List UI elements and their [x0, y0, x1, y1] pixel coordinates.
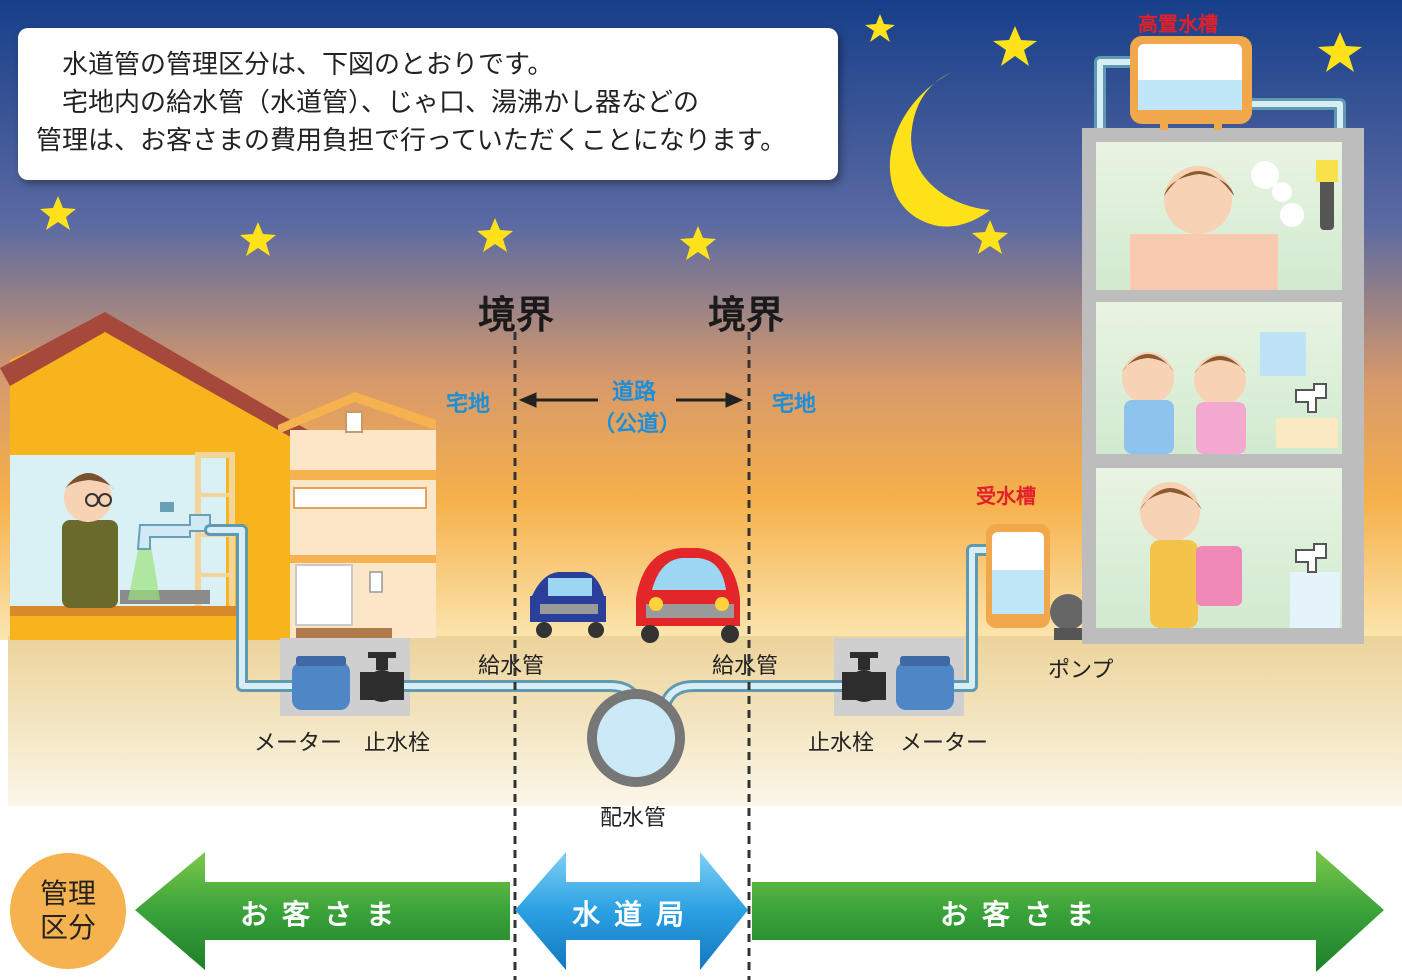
waterworks-label: 水道局 — [572, 898, 699, 931]
stopcock-icon — [842, 652, 886, 702]
house-left — [0, 312, 318, 640]
person-icon — [62, 520, 118, 608]
meter-label-right: メーター — [900, 731, 989, 756]
zone-label-left-lot: 宅地 — [446, 392, 491, 417]
intro-line-3: 管理は、お客さまの費用負担で行っていただくことになります。 — [36, 126, 787, 156]
waterworks-arrow — [515, 852, 748, 970]
faucet-icon — [136, 514, 211, 550]
zone-label-road: 道路 — [612, 380, 657, 405]
receiving-tank-icon — [986, 524, 1050, 628]
apartment-building — [1082, 128, 1364, 644]
distribution-main-icon — [587, 689, 685, 787]
car-blue-icon — [530, 572, 606, 638]
supply-pipe-label-left: 給水管 — [478, 654, 545, 679]
supply-pipe-label-right: 給水管 — [712, 654, 779, 679]
zone-label-road-sub: （公道） — [593, 412, 682, 437]
customer-label-right: お客さま — [940, 898, 1109, 931]
receiving-tank-label: 受水槽 — [976, 484, 1036, 508]
elevated-tank-icon — [1130, 36, 1252, 130]
meter-label-left: メーター — [254, 731, 343, 756]
moon-icon — [889, 72, 990, 227]
boundary-label-left: 境界 — [478, 293, 555, 337]
stopcock-label-right: 止水栓 — [808, 731, 875, 756]
customer-arrow-left — [135, 852, 510, 970]
intro-line-1: 水道管の管理区分は、下図のとおりです。 — [62, 50, 554, 80]
management-badge-label: 管理 区分 — [39, 877, 96, 944]
distribution-main-label: 配水管 — [600, 806, 667, 831]
customer-label-left: お客さま — [240, 898, 409, 931]
management-badge: 管理 区分 — [10, 853, 126, 969]
faucet-icon — [1295, 543, 1327, 573]
zone-label-right-lot: 宅地 — [772, 392, 817, 417]
stopcock-label-left: 止水栓 — [364, 731, 431, 756]
faucet-icon — [1295, 383, 1327, 413]
pump-label: ポンプ — [1048, 658, 1114, 683]
ground — [8, 636, 1402, 806]
stopcock-icon — [360, 652, 404, 702]
road-arrow — [518, 392, 744, 408]
customer-arrow-right — [752, 850, 1384, 972]
house-middle — [278, 392, 436, 638]
car-red-icon — [636, 548, 740, 643]
intro-line-2: 宅地内の給水管（水道管）、じゃ口、湯沸かし器などの — [62, 88, 700, 118]
intro-callout: 水道管の管理区分は、下図のとおりです。 宅地内の給水管（水道管）、じゃ口、湯沸か… — [18, 28, 838, 180]
boundary-label-right: 境界 — [708, 293, 785, 337]
star-icon — [40, 14, 1362, 260]
meter-icon — [292, 656, 350, 710]
pump-icon — [1050, 594, 1086, 640]
meter-icon — [896, 656, 954, 710]
elevated-tank-label: 高置水槽 — [1138, 12, 1218, 36]
